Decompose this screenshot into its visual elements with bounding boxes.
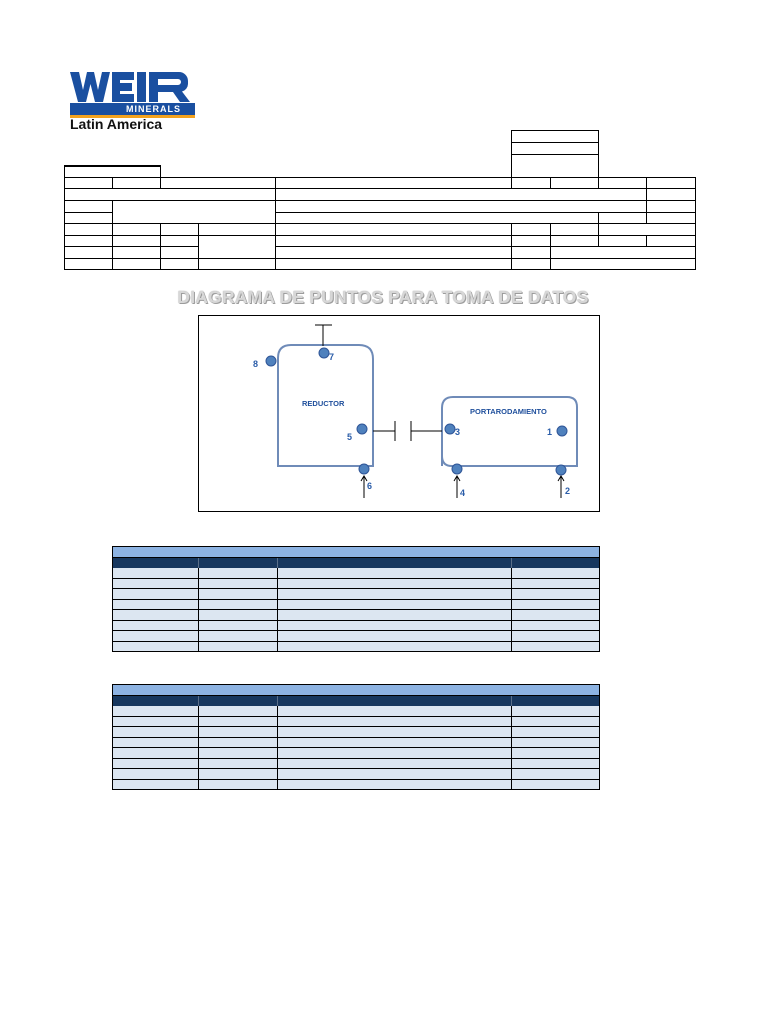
point-label-3: 3 [455,427,460,437]
table-row[interactable] [112,631,600,642]
measurement-points-diagram: 8 7 5 6 3 4 1 2 REDUCTOR PORTARODAMIENTO [198,315,600,512]
weir-wordmark-icon [70,72,190,102]
point-label-1: 1 [547,427,552,437]
table-title-bar [112,684,600,696]
point-label-2: 2 [565,486,570,496]
measure-point-4 [451,463,463,475]
measure-point-5 [356,423,368,435]
table-row[interactable] [112,589,600,600]
table-row[interactable] [112,706,600,717]
table-column-header [112,558,600,568]
measure-point-3 [444,423,456,435]
bearing-housing-label: PORTARODAMIENTO [470,407,547,416]
table-row[interactable] [112,769,600,780]
logo-region-text: Latin America [70,116,163,132]
point-label-7: 7 [329,352,334,362]
table-title-bar [112,546,600,558]
measure-point-6 [358,463,370,475]
logo-minerals-text: MINERALS [126,104,181,114]
point-label-5: 5 [347,432,352,442]
data-table-2 [112,684,600,790]
table-row[interactable] [112,779,600,790]
table-row[interactable] [112,578,600,589]
point-label-8: 8 [253,359,258,369]
measure-point-1 [556,425,568,437]
diagram-drawing: 8 7 5 6 3 4 1 2 REDUCTOR PORTARODAMIENTO [253,324,578,498]
table-row[interactable] [112,620,600,631]
measure-point-2 [555,464,567,476]
table-row[interactable] [112,568,600,579]
diagram-title: DIAGRAMA DE PUNTOS PARA TOMA DE DATOS [177,287,589,307]
weir-minerals-logo: MINERALS Latin America [70,72,197,132]
table-column-header [112,696,600,706]
table-row[interactable] [112,748,600,759]
table-row[interactable] [112,737,600,748]
table-row[interactable] [112,727,600,738]
table-row[interactable] [112,716,600,727]
logo-band [70,103,195,115]
point-label-4: 4 [460,488,465,498]
logo-orange-stripe [70,115,195,118]
bearing-housing [441,396,578,467]
measure-point-7 [318,347,330,359]
table-row[interactable] [112,599,600,610]
point-label-6: 6 [367,481,372,491]
table-row[interactable] [112,610,600,621]
reducer-label: REDUCTOR [302,399,345,408]
reducer-housing [277,344,374,467]
measure-point-8 [265,355,277,367]
table-row[interactable] [112,758,600,769]
table-row[interactable] [112,641,600,652]
data-table-1 [112,546,600,652]
